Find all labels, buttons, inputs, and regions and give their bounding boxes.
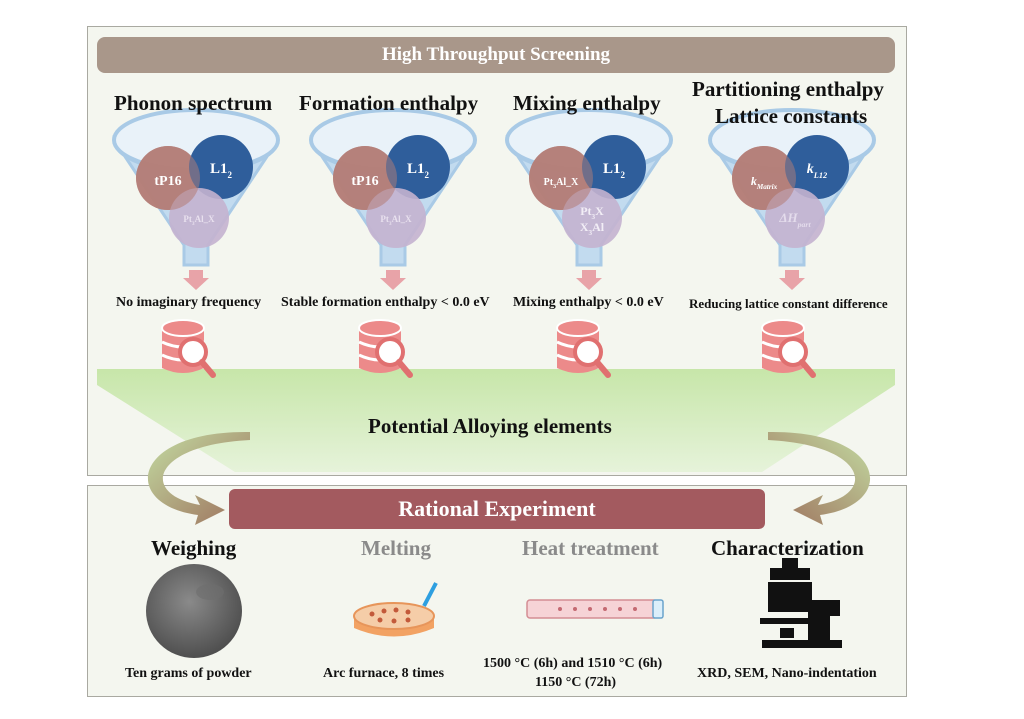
caption-heat-treatment-2: 1150 °C (72h) <box>535 675 617 690</box>
circle-bottom-label: ΔHpart <box>778 210 811 229</box>
circle-right-label: L12 <box>407 161 430 180</box>
heading-formation-enthalpy: Formation enthalpy <box>299 91 479 115</box>
powder-pile-icon <box>146 564 242 658</box>
criterion-formation: Stable formation enthalpy < 0.0 eV <box>281 295 490 310</box>
database-search-icon <box>162 320 213 375</box>
circle-bottom-label: Pt3Al_X <box>183 214 215 227</box>
caption-weighing: Ten grams of powder <box>125 666 252 681</box>
heading-phonon-spectrum: Phonon spectrum <box>114 91 273 115</box>
heading-mixing-enthalpy: Mixing enthalpy <box>513 91 661 115</box>
green-funnel <box>97 369 895 472</box>
experiment-title: Rational Experiment <box>398 496 596 521</box>
step-characterization: Characterization <box>711 536 864 560</box>
circle-right-label: L12 <box>603 161 626 180</box>
left-curved-arrow <box>147 431 250 525</box>
experiment-title-banner: Rational Experiment <box>229 489 765 529</box>
criterion-lattice: Reducing lattice constant difference <box>689 296 888 311</box>
circle-right <box>582 135 646 199</box>
circle-right <box>785 135 849 199</box>
step-weighing: Weighing <box>151 536 237 560</box>
circle-right <box>386 135 450 199</box>
database-search-icon <box>557 320 608 375</box>
circle-left-label: Pt3Al_X <box>544 177 579 190</box>
circle-left-label: tP16 <box>154 174 181 189</box>
database-search-icon <box>762 320 813 375</box>
arc-furnace-icon <box>353 582 438 637</box>
microscope-icon <box>760 558 842 648</box>
criterion-mixing: Mixing enthalpy < 0.0 eV <box>513 295 664 310</box>
pink-arrows <box>183 270 805 290</box>
circle-bottom-label-2: X3Al <box>580 220 605 237</box>
heading-partitioning-enthalpy: Partitioning enthalpy <box>692 77 884 101</box>
caption-characterization: XRD, SEM, Nano-indentation <box>697 666 877 681</box>
screening-title: High Throughput Screening <box>381 44 611 65</box>
caption-heat-treatment-1: 1500 °C (6h) and 1510 °C (6h) <box>483 656 663 671</box>
circle-right-label: kL12 <box>807 162 828 180</box>
right-curved-arrow <box>768 431 871 525</box>
screening-title-banner: High Throughput Screening <box>97 37 895 73</box>
circle-left-label: tP16 <box>351 174 378 189</box>
caption-melting: Arc furnace, 8 times <box>323 666 445 681</box>
circle-left-label: kMatrix <box>751 174 778 191</box>
circle-right-label: L12 <box>210 161 233 180</box>
step-melting: Melting <box>361 536 431 560</box>
tube-furnace-icon <box>526 599 664 619</box>
heading-lattice-constants: Lattice constants <box>715 104 868 128</box>
database-search-icon <box>359 320 410 375</box>
step-heat-treatment: Heat treatment <box>522 536 659 560</box>
circle-bottom-label: Pt3Al_X <box>380 214 412 227</box>
potential-alloying-elements: Potential Alloying elements <box>368 414 612 438</box>
circle-right <box>189 135 253 199</box>
circle-bottom-label-1: Pt3X <box>580 204 604 221</box>
criterion-phonon: No imaginary frequency <box>116 295 262 310</box>
